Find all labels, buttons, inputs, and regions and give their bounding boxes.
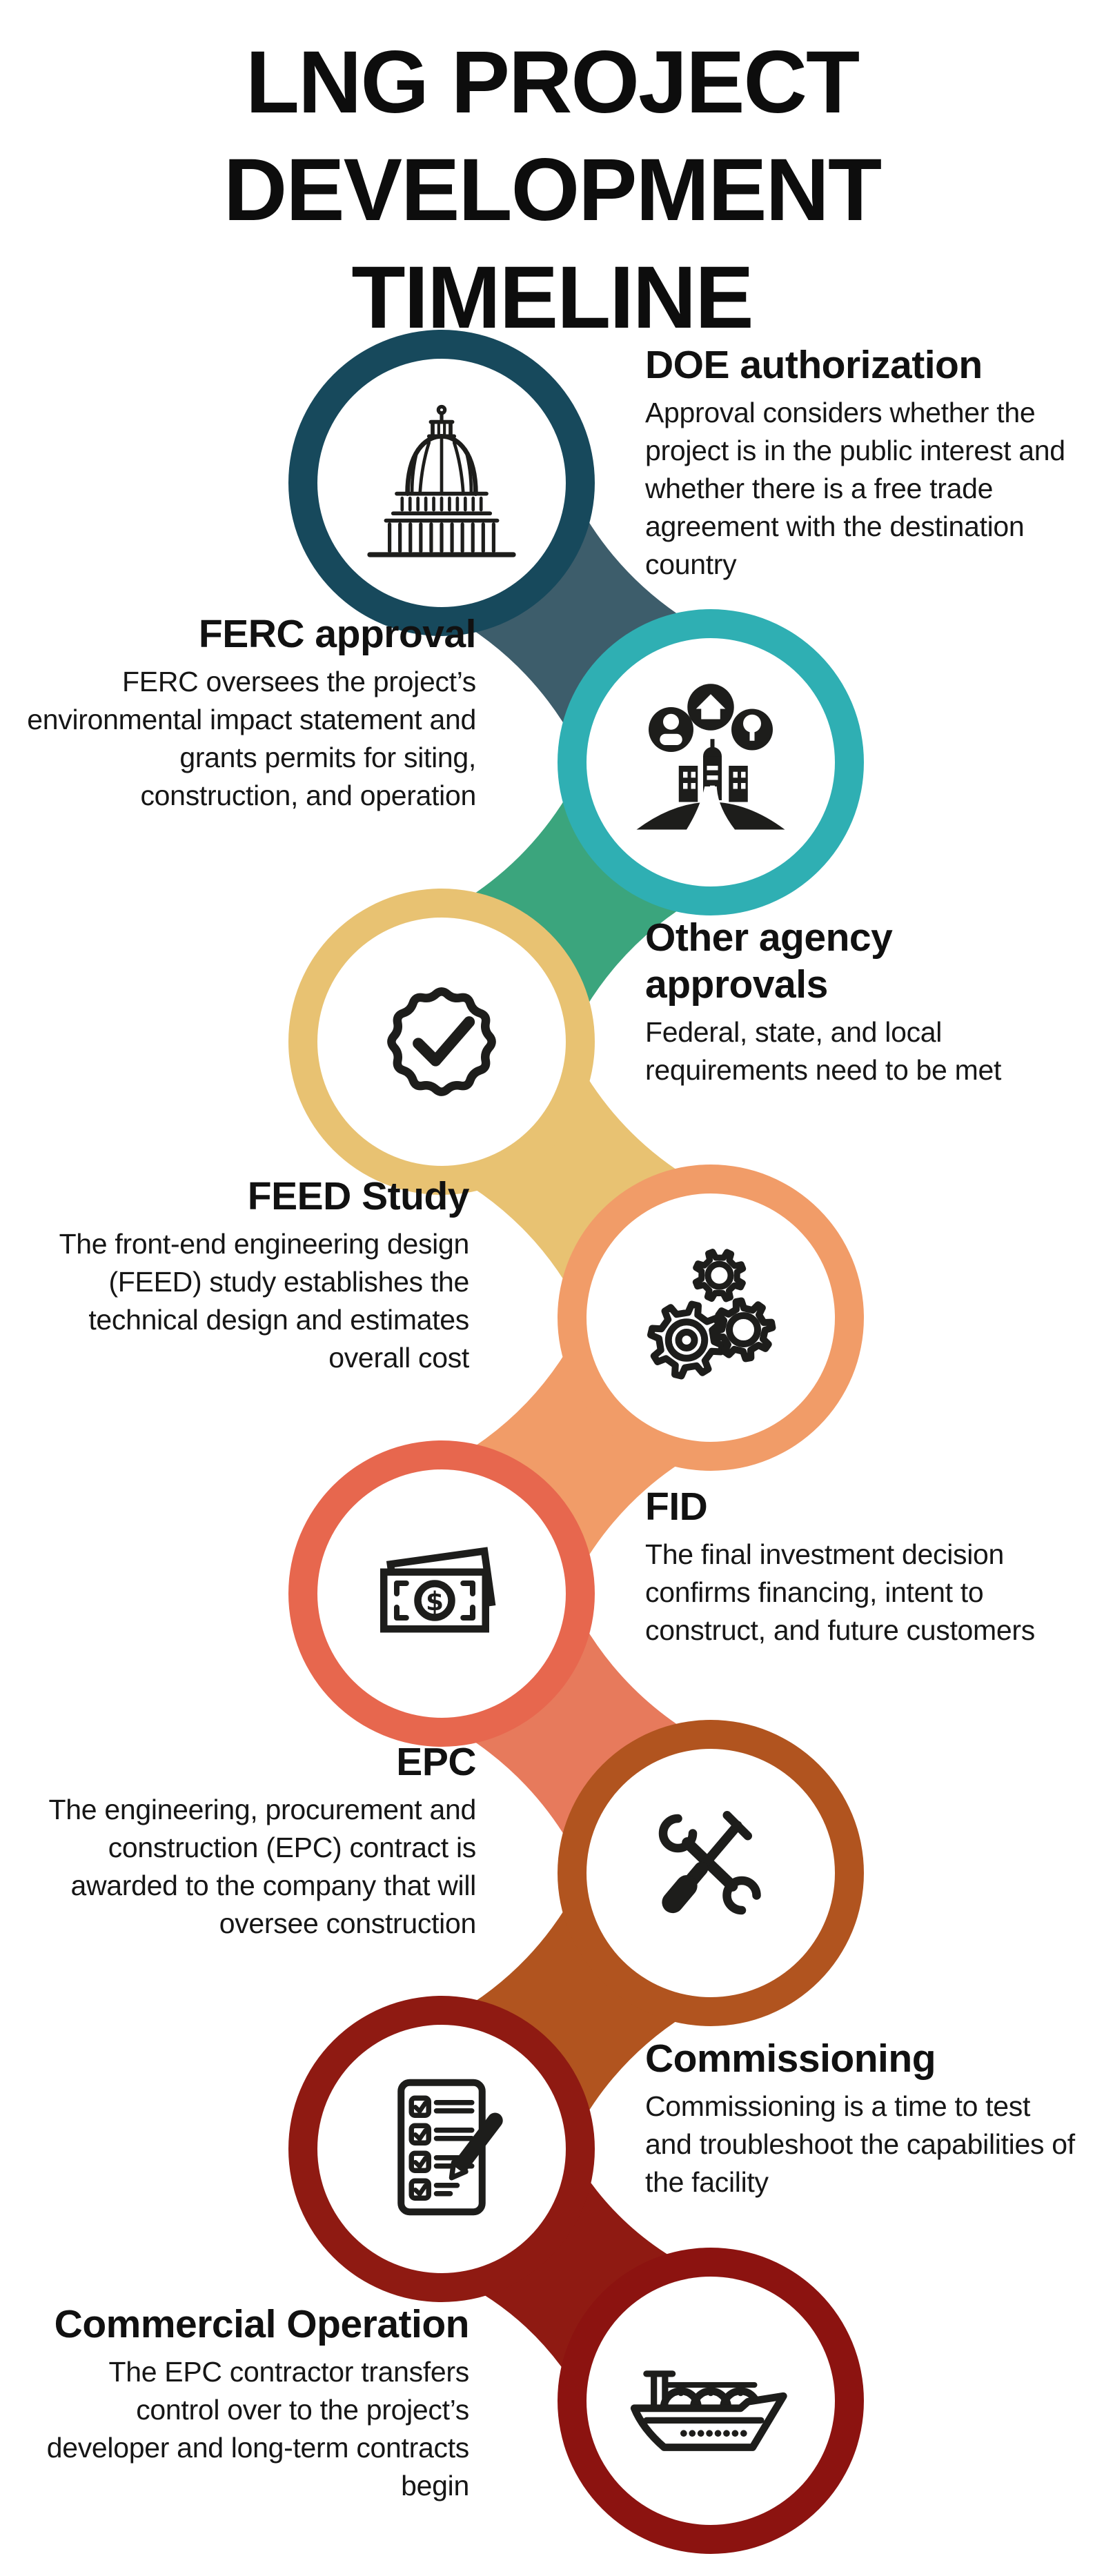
money-icon: $ [380,1547,496,1633]
step-title: Commercial Operation [54,2302,470,2346]
step-circle [586,2277,835,2525]
step-description: FERC oversees the project’s environmenta… [27,666,476,811]
step-title: EPC [396,1740,476,1784]
step-title: Commissioning [645,2037,936,2081]
tools-icon [658,1811,761,1915]
lng-ship-icon [630,2370,787,2451]
step-other-agency-approvals-text: Other agency approvals Federal, state, a… [645,914,1059,1089]
step-title: FID [645,1485,708,1529]
step-feed-study-text: FEED Study The front-end engineering des… [34,1173,470,1377]
page-title-line: TIMELINE [351,248,753,347]
step-commissioning-text: Commissioning Commissioning is a time to… [645,2035,1080,2201]
step-title: Other agency approvals [645,915,893,1007]
page-title: LNG PROJECT DEVELOPMENT TIMELINE [0,29,1104,352]
step-description: Approval considers whether the project i… [645,397,1065,580]
step-doe-authorization-text: DOE authorization Approval considers whe… [645,341,1073,584]
step-description: The front-end engineering design (FEED) … [59,1228,470,1374]
step-description: The EPC contractor transfers control ove… [46,2356,470,2501]
gears-icon [647,1249,776,1380]
step-title: FEED Study [247,1174,470,1218]
step-title: FERC approval [198,612,477,656]
page-title-line: DEVELOPMENT [223,141,882,239]
page-title-line: LNG PROJECT [245,33,860,132]
step-description: Federal, state, and local requirements n… [645,1016,1002,1086]
community-icon [636,684,785,830]
step-circle [586,1749,835,1997]
svg-text:$: $ [426,1586,444,1616]
step-title: DOE authorization [645,343,983,387]
step-description: The engineering, procurement and constru… [48,1794,477,1939]
step-epc-text: EPC The engineering, procurement and con… [21,1738,477,1943]
checklist-icon [397,2079,503,2216]
step-commercial-operation-text: Commercial Operation The EPC contractor … [34,2301,470,2505]
step-fid-text: FID The final investment decision confir… [645,1483,1101,1649]
capitol-icon [367,404,516,557]
step-ferc-approval-text: FERC approval FERC oversees the project’… [21,611,476,815]
badge-check-icon [387,987,496,1096]
step-description: The final investment decision confirms f… [645,1538,1035,1646]
step-description: Commissioning is a time to test and trou… [645,2090,1075,2198]
